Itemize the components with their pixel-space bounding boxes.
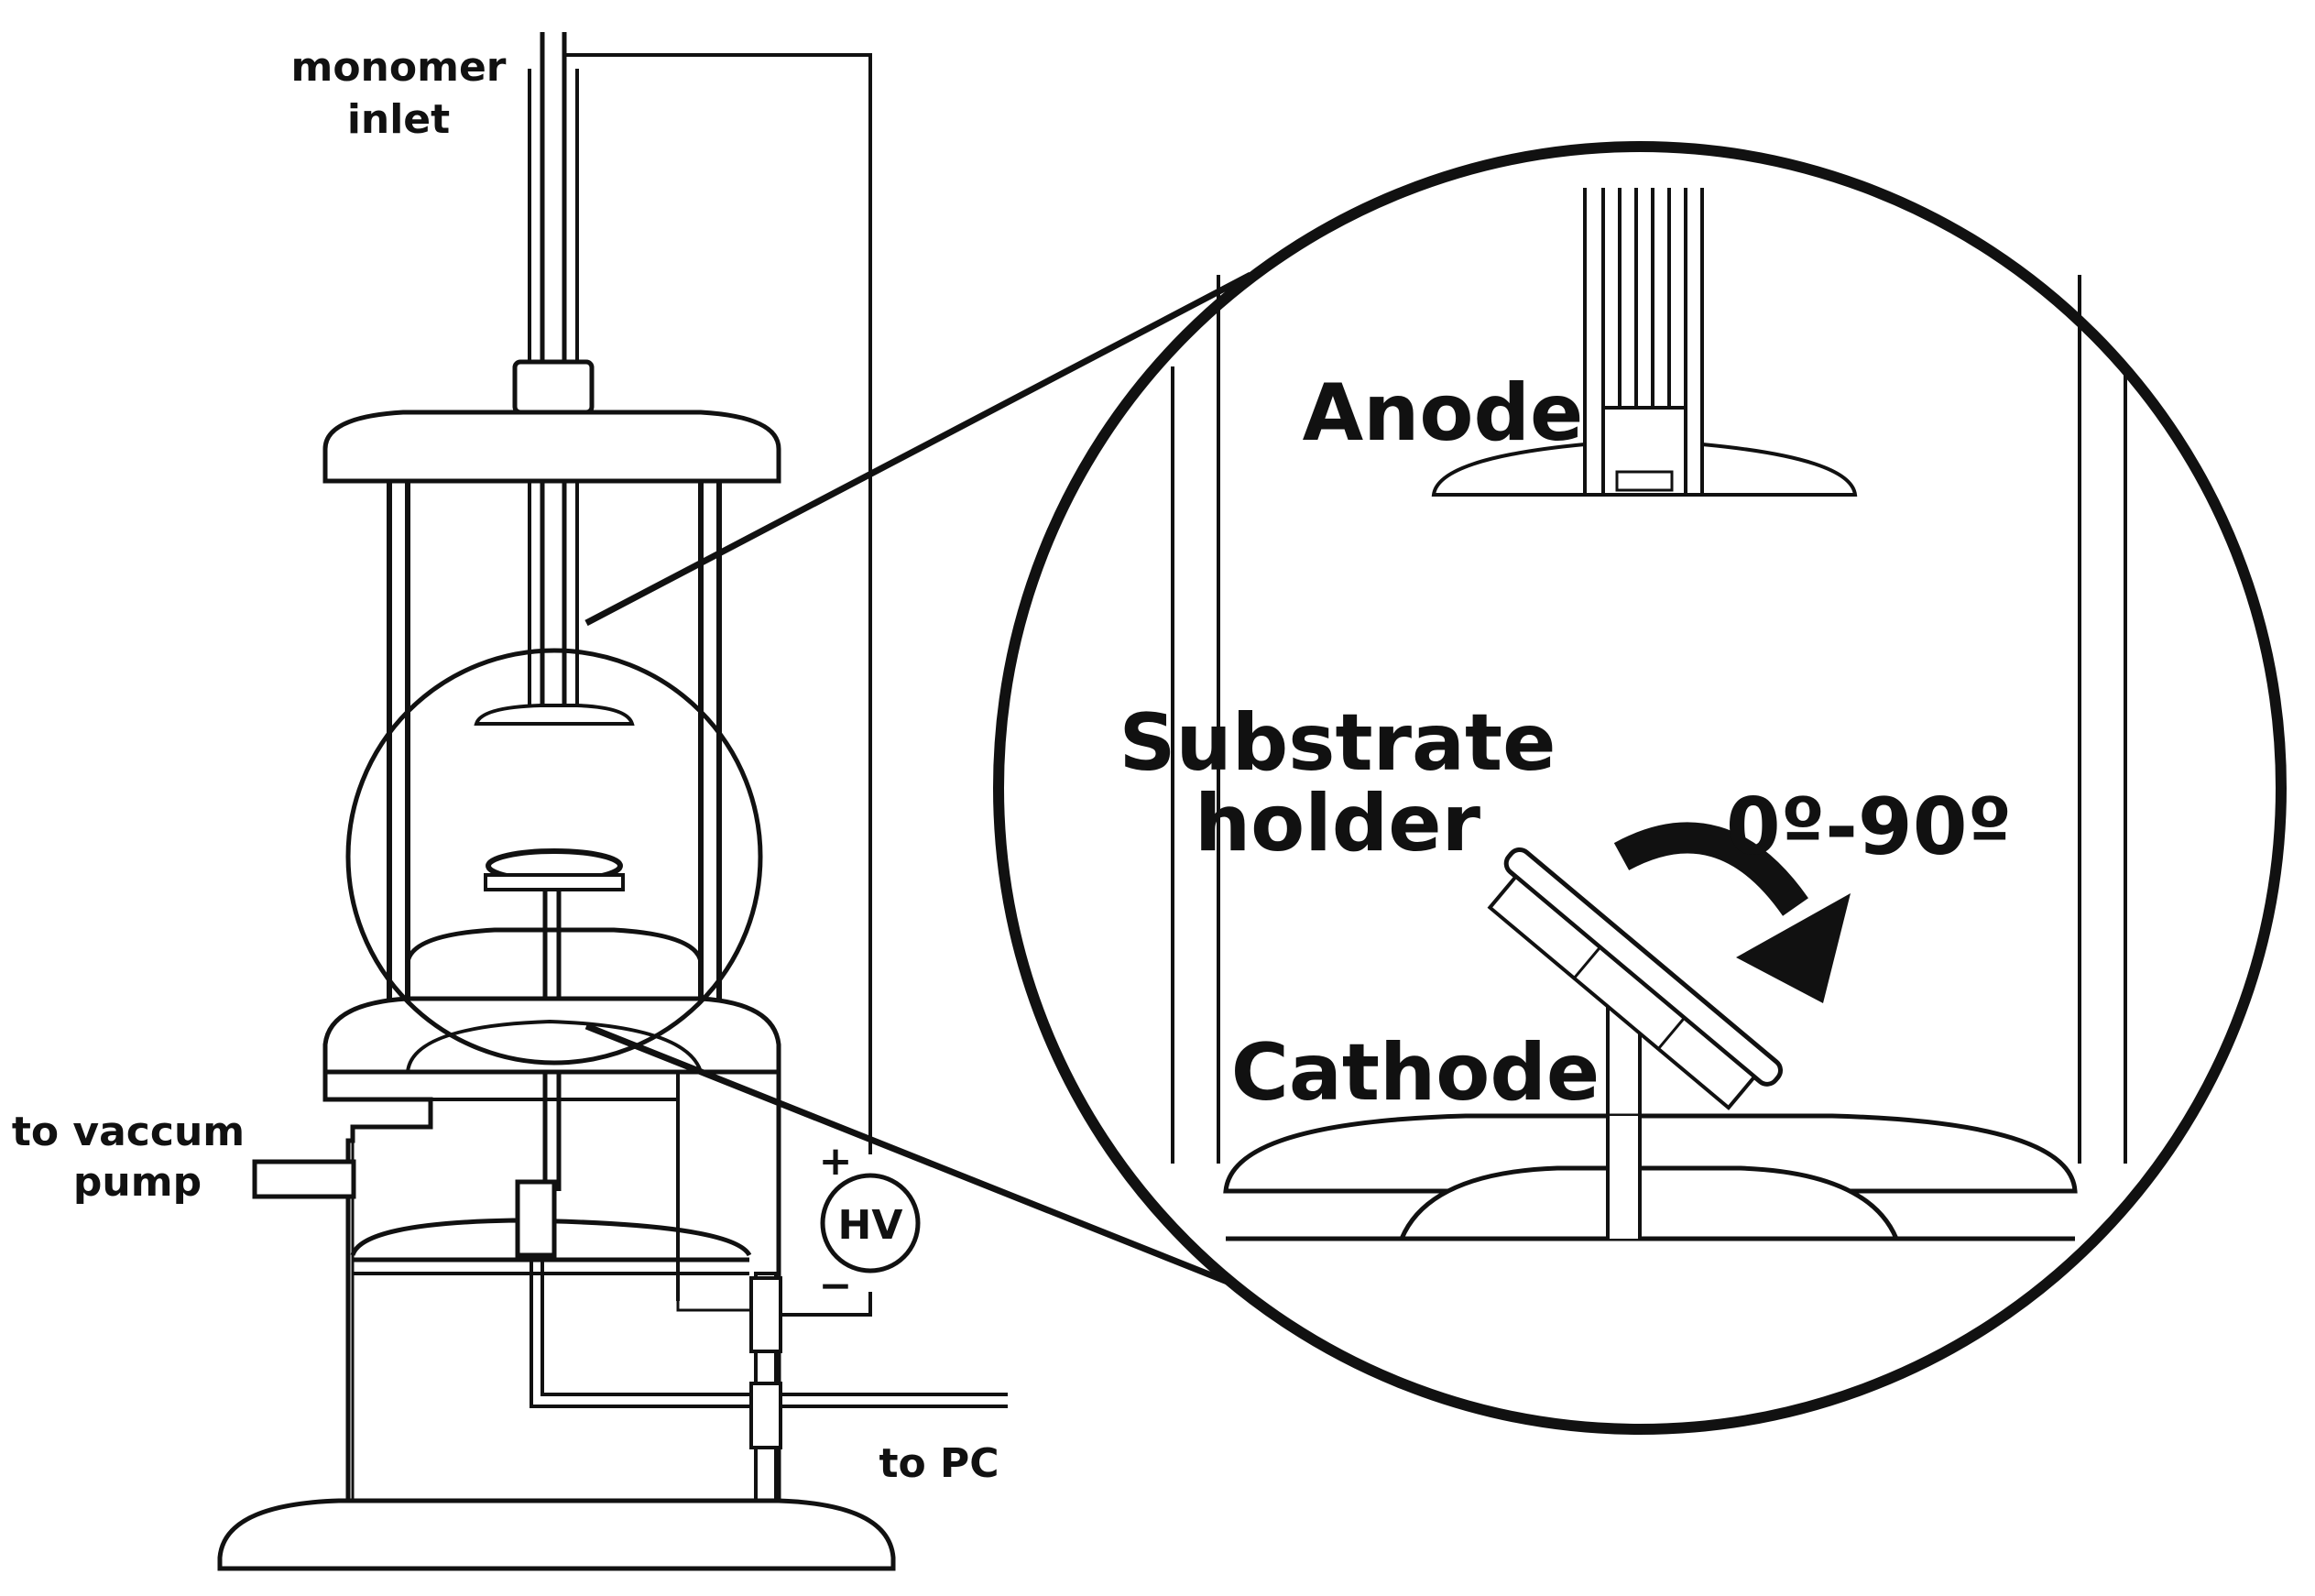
top-lid — [322, 410, 781, 484]
label-monomer: monomer — [290, 44, 506, 91]
feedthrough — [749, 1272, 782, 1559]
label-plus: + — [819, 1138, 853, 1185]
curved-arrow-icon — [1613, 822, 1851, 1003]
label-angle: 0º-90º — [1726, 782, 2012, 873]
label-anode: Anode — [1303, 367, 1584, 459]
label-inlet: inlet — [347, 96, 450, 143]
magnified-view — [993, 141, 2287, 1435]
hv-wire-bottom — [781, 1292, 872, 1317]
cathode-plate — [1223, 1113, 2078, 1241]
label-holder: holder — [1195, 778, 1481, 869]
zoom-connectors — [584, 271, 1289, 1309]
pc-cables — [530, 1255, 1008, 1408]
hv-wire-top — [564, 53, 872, 1154]
labels: monomer inlet to vaccum pump to PC + − H… — [12, 44, 2012, 1487]
label-minus: − — [819, 1263, 853, 1309]
label-to-vaccum: to vaccum — [12, 1109, 245, 1155]
reactor-apparatus — [217, 32, 1008, 1571]
label-cathode: Cathode — [1231, 1027, 1600, 1119]
label-pump: pump — [73, 1159, 202, 1206]
hv-source — [820, 1173, 921, 1274]
magnifier-circle[interactable] — [993, 141, 2287, 1435]
vacuum-port — [252, 1159, 356, 1199]
anode-electrode — [1431, 188, 1858, 497]
guide-rods — [387, 481, 722, 1040]
anode-small — [474, 704, 635, 726]
label-substrate: Substrate — [1119, 697, 1556, 789]
cathode-plate-small — [405, 927, 704, 963]
label-to-pc: to PC — [879, 1440, 999, 1487]
chamber-walls-zoom — [1171, 275, 2127, 1164]
label-hv: HV — [838, 1202, 903, 1249]
tube-clamp — [512, 359, 595, 415]
substrate-holder-tilted[interactable] — [1476, 846, 1785, 1237]
zoom-region-circle — [345, 648, 763, 1066]
base-plate — [217, 1498, 896, 1571]
rotation-motor — [515, 1179, 557, 1258]
lower-chamber — [322, 1072, 781, 1558]
